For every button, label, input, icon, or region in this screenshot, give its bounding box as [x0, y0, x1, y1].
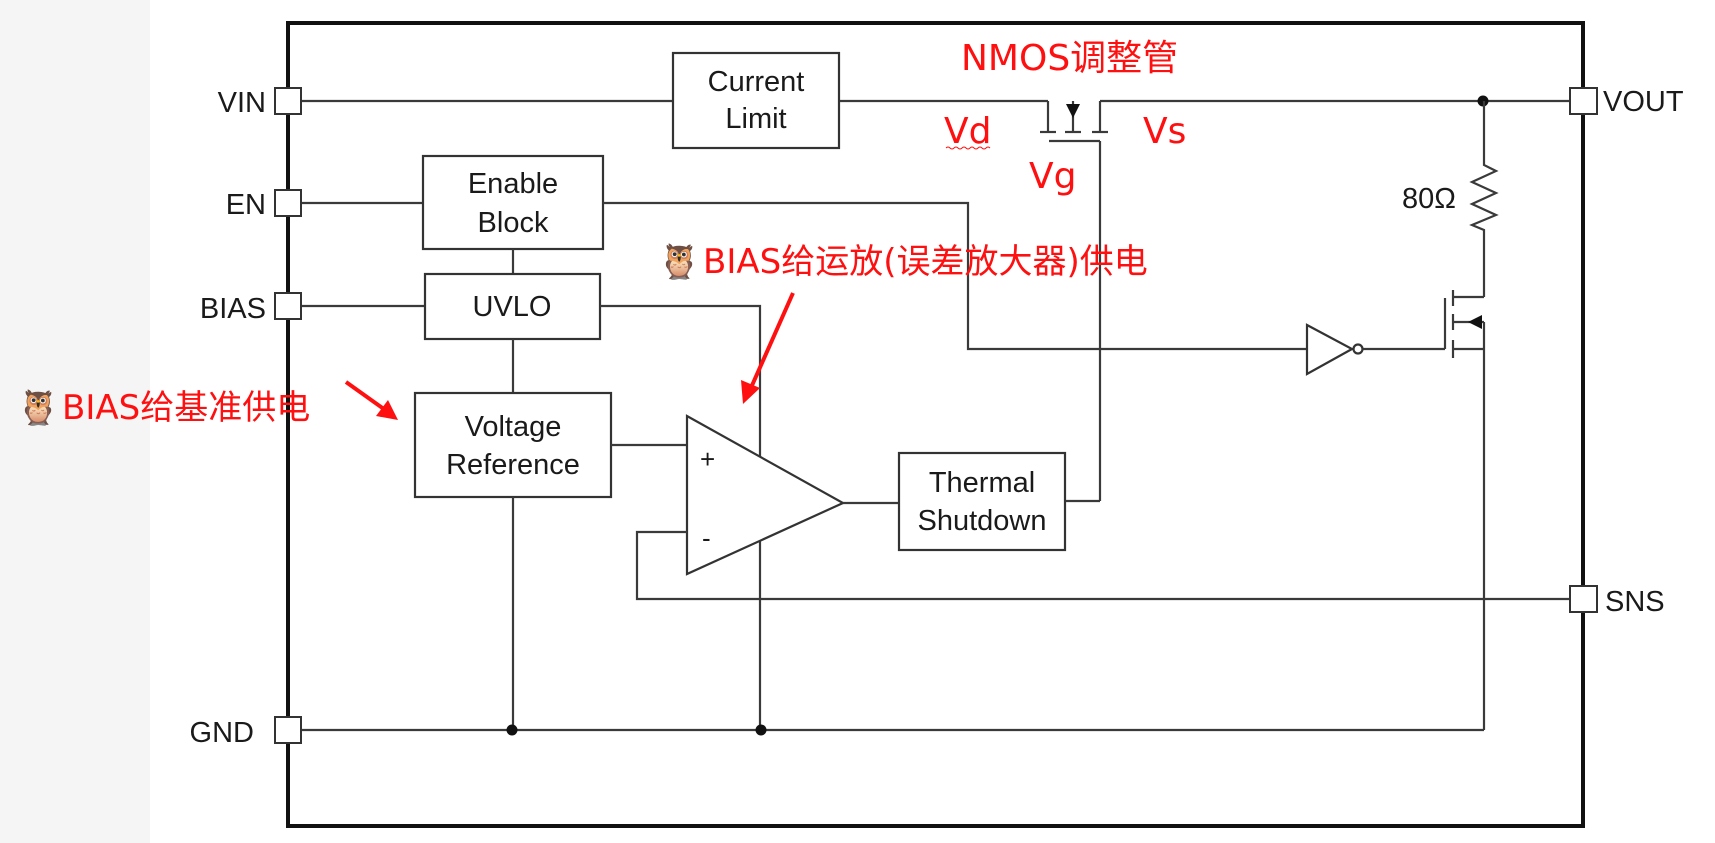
annotation-vs: Vs	[1143, 111, 1186, 152]
enable-block-label-line2: Block	[478, 207, 549, 239]
source-arrow-icon	[1468, 315, 1482, 329]
pin-label-en: EN	[226, 189, 266, 221]
enable-block-label-line1: Enable	[468, 168, 558, 200]
pin-vin	[274, 87, 302, 115]
uvlo-block	[423, 272, 602, 341]
uvlo-label: UVLO	[473, 291, 552, 323]
junction-gnd-opamp	[755, 724, 767, 736]
thermal-shutdown-label-line1: Thermal	[929, 467, 1035, 499]
thermal-shutdown-block	[897, 451, 1067, 552]
owl-icon: 🦉	[17, 388, 59, 428]
voltage-reference-label-line2: Reference	[446, 449, 580, 481]
owl-icon: 🦉	[658, 242, 700, 282]
error-amplifier	[685, 414, 846, 576]
thermal-shutdown-label-line2: Shutdown	[918, 505, 1047, 537]
pin-gnd	[274, 716, 302, 744]
voltage-reference-label-line1: Voltage	[465, 411, 562, 443]
resistor-value-label: 80Ω	[1402, 183, 1456, 215]
opamp-plus-sign: +	[700, 444, 715, 474]
pin-label-gnd: GND	[190, 717, 254, 749]
annotation-vd: Vd	[944, 111, 991, 152]
resistor-80-ohm	[1469, 101, 1499, 297]
current-limit-label-line2: Limit	[725, 103, 786, 135]
annotation-bias-opamp: BIAS给运放(误差放大器)供电	[703, 242, 1148, 282]
inverter-bubble	[1352, 343, 1364, 355]
annotation-bias-reference: BIAS给基准供电	[62, 388, 310, 428]
spellcheck-underline	[945, 146, 991, 150]
pin-bias	[274, 292, 302, 320]
pin-label-bias: BIAS	[200, 293, 266, 325]
arrow-head-icon	[376, 400, 398, 420]
body-diode-arrow-icon	[1066, 104, 1080, 118]
wire-bias-to-opamp	[600, 304, 762, 730]
junction-gnd-reference	[506, 724, 518, 736]
pin-label-vin: VIN	[218, 87, 266, 119]
arrow-to-reference	[344, 380, 390, 414]
enable-block	[421, 154, 605, 251]
background-strip	[0, 0, 150, 843]
opamp-minus-sign: -	[702, 523, 711, 553]
current-limit-block	[671, 51, 841, 150]
wire-feedback-sns	[635, 530, 1570, 601]
annotation-vg: Vg	[1029, 156, 1076, 197]
pin-en	[274, 189, 302, 217]
pin-vout	[1569, 87, 1598, 115]
discharge-nmos-transistor	[1443, 290, 1486, 730]
inverter	[1305, 323, 1355, 376]
pin-label-sns: SNS	[1605, 586, 1665, 618]
arrow-to-opamp	[748, 292, 795, 391]
pin-sns	[1569, 585, 1598, 613]
pass-nmos-transistor	[1040, 101, 1108, 143]
annotation-nmos-pass: NMOS调整管	[961, 38, 1178, 79]
chip-outline	[286, 21, 1585, 828]
current-limit-label-line1: Current	[708, 66, 805, 98]
voltage-reference-block	[413, 391, 613, 499]
wire-enable-to-inverter	[603, 201, 1307, 351]
arrow-head-icon	[741, 380, 760, 404]
pin-label-vout: VOUT	[1603, 86, 1684, 118]
